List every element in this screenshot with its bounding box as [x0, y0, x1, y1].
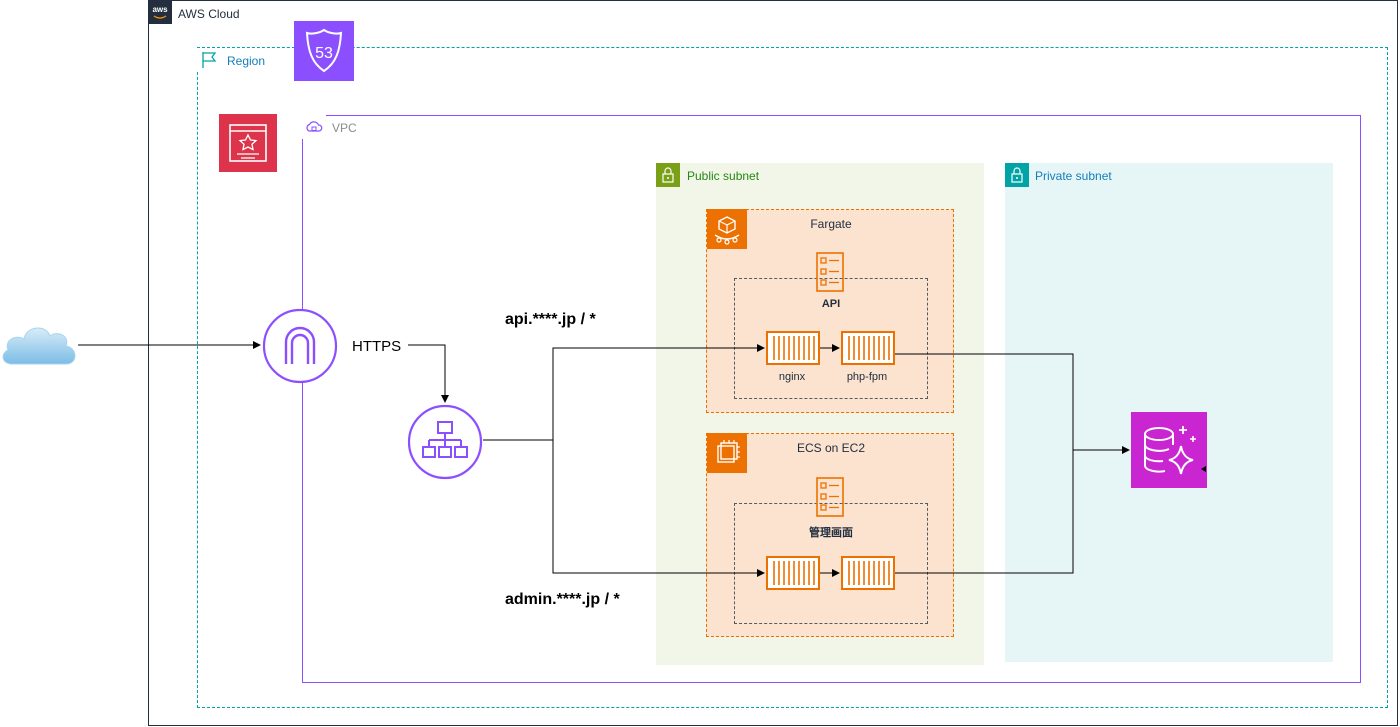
- public-subnet-label: Public subnet: [687, 169, 760, 183]
- fargate-group: Fargate: [706, 209, 954, 413]
- nginx-label: nginx: [778, 371, 806, 383]
- php-fpm-label: php-fpm: [846, 371, 888, 383]
- region-group: [197, 47, 1388, 708]
- vpc-group: [302, 115, 1361, 683]
- public-subnet-lock-icon: [656, 163, 680, 187]
- admin-task-label: 管理画面: [809, 527, 853, 539]
- aws-logo-icon: aws: [148, 0, 172, 24]
- alb-to-api-arrow: [483, 344, 765, 441]
- ecs-on-ec2-group: ECS on EC2: [706, 433, 954, 637]
- nginx-container-icon: [766, 331, 820, 365]
- region-label: Region: [227, 54, 266, 68]
- private-subnet-lock-icon: [1005, 163, 1029, 187]
- aws-cloud-group: [148, 0, 1398, 726]
- admin-route-label: admin.****.jp / *: [505, 591, 620, 608]
- route53-label: 53: [315, 45, 333, 62]
- ec2-chip-icon: [707, 433, 747, 473]
- internet-cloud-icon: [2, 327, 76, 365]
- api-route-label: api.****.jp / *: [505, 311, 596, 328]
- alb-to-admin-arrow: [552, 440, 765, 577]
- admin-task-definition-icon: [816, 477, 844, 517]
- gateway-to-alb-arrow: [408, 344, 449, 403]
- db-side-arrow-mark: [1201, 466, 1206, 472]
- load-balancer-icon: [407, 404, 483, 480]
- internet-gateway-icon: [262, 308, 338, 384]
- ecs-on-ec2-label: ECS on EC2: [796, 441, 866, 455]
- api-task-definition-icon: [816, 252, 844, 292]
- fargate-label: Fargate: [810, 217, 852, 231]
- vpc-label: VPC: [332, 121, 357, 135]
- api-task-label: API: [821, 298, 841, 310]
- admin-container-1-icon: [766, 556, 820, 590]
- vpc-cloud-icon: [302, 115, 326, 139]
- aws-cloud-label: AWS Cloud: [178, 7, 240, 21]
- phpfpm-to-db-arrow: [895, 353, 1130, 454]
- admin-to-db-line: [895, 450, 1074, 574]
- private-subnet-label: Private subnet: [1035, 169, 1112, 183]
- php-fpm-container-icon: [841, 331, 895, 365]
- admin-task-group: [734, 503, 928, 624]
- route53-shield-icon: 53: [294, 21, 354, 81]
- https-label: HTTPS: [352, 338, 402, 355]
- svg-text:aws: aws: [152, 5, 168, 14]
- fargate-icon: [707, 209, 747, 249]
- admin-container-2-icon: [841, 556, 895, 590]
- certificate-icon: [219, 114, 277, 172]
- api-task-group: [734, 278, 928, 399]
- aurora-database-icon: [1131, 412, 1207, 488]
- flag-icon: [197, 48, 221, 72]
